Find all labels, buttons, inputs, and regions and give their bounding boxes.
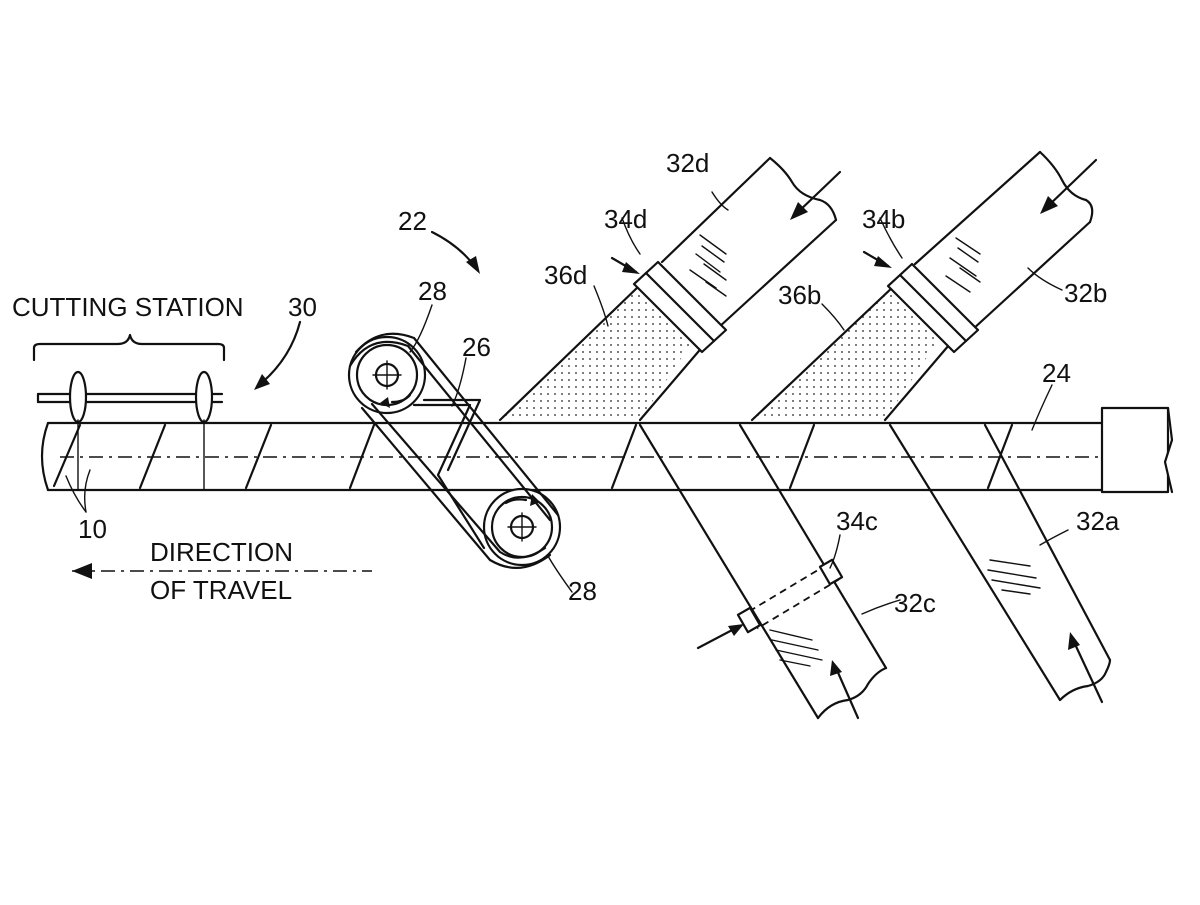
feed-guide-34d bbox=[610, 256, 728, 354]
ref-34d: 34d bbox=[604, 204, 647, 234]
strip-32c bbox=[638, 423, 888, 720]
ref-34c: 34c bbox=[836, 506, 878, 536]
ref-10: 10 bbox=[78, 514, 107, 544]
ref-32d: 32d bbox=[666, 148, 709, 178]
feed-guide-34b bbox=[862, 250, 980, 354]
ref-36b: 36b bbox=[778, 280, 821, 310]
leader-lines bbox=[65, 191, 1069, 615]
cutting-station bbox=[32, 333, 226, 491]
strip-32b bbox=[750, 150, 1098, 422]
cutter-blade-right bbox=[194, 370, 214, 424]
ref-32b: 32b bbox=[1064, 278, 1107, 308]
cutting-station-label: CUTTING STATION bbox=[12, 292, 244, 322]
ref-32c: 32c bbox=[894, 588, 936, 618]
ref-28-top: 28 bbox=[418, 276, 447, 306]
ref-30: 30 bbox=[288, 292, 317, 322]
ref-28-bottom: 28 bbox=[568, 576, 597, 606]
cutter-blade-left bbox=[68, 370, 88, 424]
ref-24: 24 bbox=[1042, 358, 1071, 388]
direction-label-line1: DIRECTION bbox=[150, 537, 293, 567]
ref-22: 22 bbox=[398, 206, 427, 236]
belt-drive-26 bbox=[347, 332, 562, 569]
ref-26: 26 bbox=[462, 332, 491, 362]
ref-34b: 34b bbox=[862, 204, 905, 234]
strip-32d bbox=[498, 156, 842, 422]
strip-32a bbox=[888, 423, 1112, 704]
direction-of-travel bbox=[72, 563, 372, 579]
cutting-station-bracket bbox=[32, 333, 226, 362]
direction-label-line2: OF TRAVEL bbox=[150, 575, 292, 605]
ref-36d: 36d bbox=[544, 260, 587, 290]
ref-32a: 32a bbox=[1076, 506, 1120, 536]
spiral-seams bbox=[52, 423, 1014, 490]
mandrel-24 bbox=[40, 406, 1174, 494]
